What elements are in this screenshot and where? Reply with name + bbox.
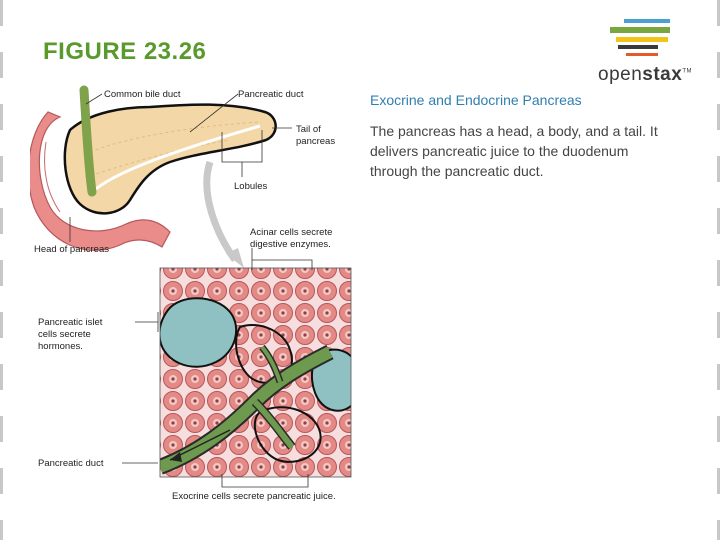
logo-bar	[616, 37, 668, 42]
tissue-section	[159, 268, 360, 477]
logo-bar	[618, 45, 658, 49]
label-common-bile-duct: Common bile duct	[104, 89, 181, 100]
logo-bar	[610, 27, 670, 33]
label-islet-line-2: cells secrete	[38, 329, 91, 340]
caption-body: The pancreas has a head, a body, and a t…	[370, 121, 675, 181]
logo-bar	[624, 19, 670, 23]
label-exocrine: Exocrine cells secrete pancreatic juice.	[172, 491, 336, 502]
label-islet-line-1: Pancreatic islet	[38, 317, 103, 328]
label-tail-line-2: pancreas	[296, 136, 335, 147]
label-lobules: Lobules	[234, 181, 268, 192]
logo-bars-icon	[596, 16, 696, 66]
logo-wordmark: openstaxTM	[598, 64, 692, 86]
caption-title: Exocrine and Endocrine Pancreas	[370, 92, 582, 108]
pancreatic-islet	[159, 298, 236, 367]
pancreas-illustration: Common bile duct Pancreatic duct Tail of…	[30, 82, 360, 507]
logo-bar	[626, 53, 658, 56]
zoom-arrow	[207, 162, 235, 260]
label-acinar-line-1: Acinar cells secrete	[250, 227, 332, 238]
label-pancreatic-duct-top: Pancreatic duct	[238, 89, 304, 100]
label-head-of-pancreas: Head of pancreas	[34, 244, 109, 255]
pancreas-figure: Common bile duct Pancreatic duct Tail of…	[30, 82, 360, 507]
label-tail-line-1: Tail of	[296, 124, 321, 135]
label-pancreatic-duct-bottom: Pancreatic duct	[38, 458, 104, 469]
label-islet-line-3: hormones.	[38, 341, 83, 352]
slide-title: FIGURE 23.26	[43, 38, 206, 66]
openstax-logo: openstaxTM	[596, 16, 696, 86]
label-acinar-line-2: digestive enzymes.	[250, 239, 331, 250]
left-edge-decoration	[0, 0, 3, 540]
pancreas-body	[65, 105, 276, 214]
